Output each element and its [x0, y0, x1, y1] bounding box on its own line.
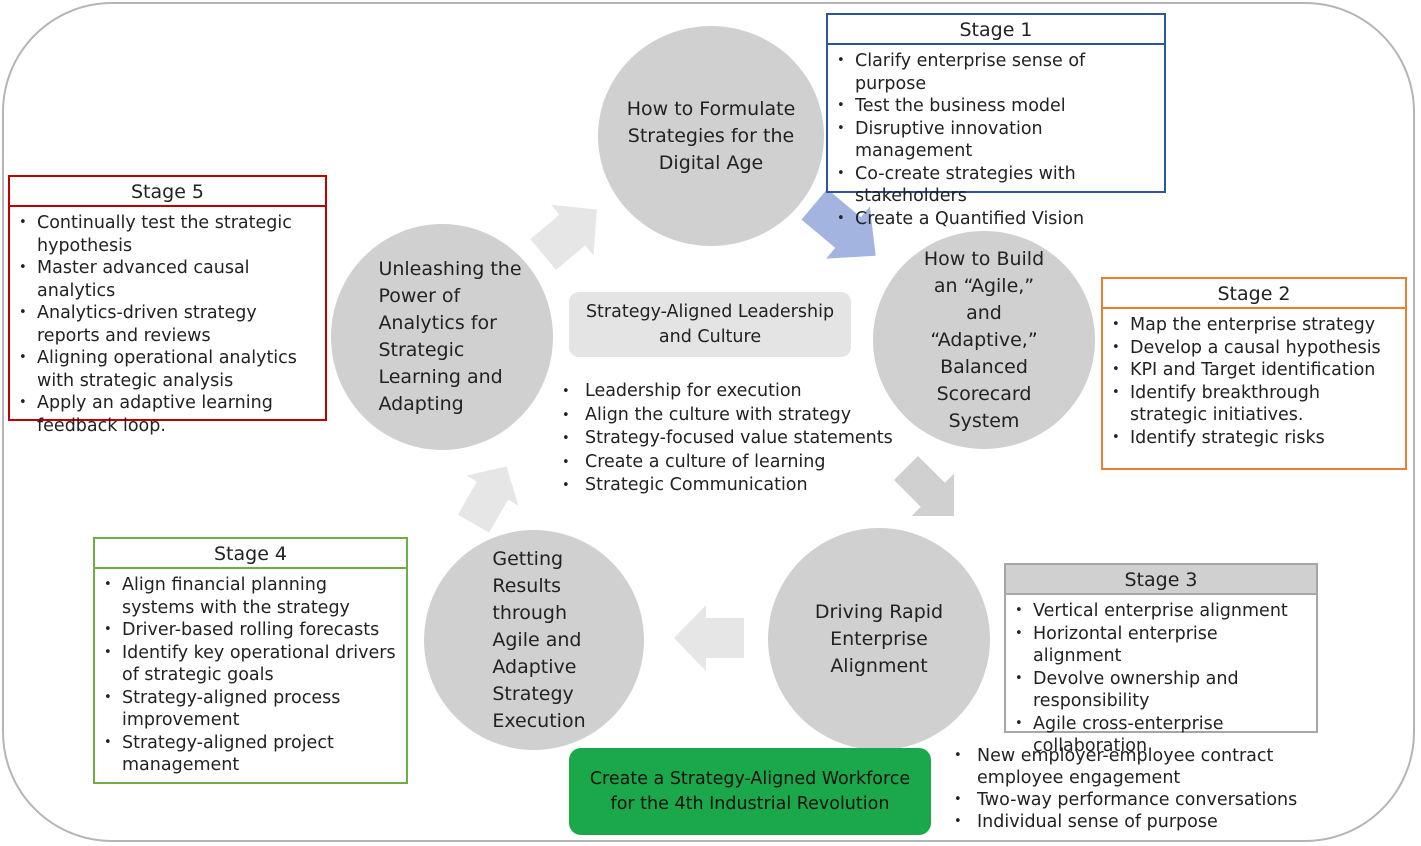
list-item: Identify strategic risks: [1112, 427, 1397, 450]
workforce-title-line: Create a Strategy-Aligned Workforce: [589, 768, 911, 789]
list-item: Analytics-driven strategy reports and re…: [19, 302, 317, 347]
stage-title: Stage 2: [1103, 279, 1405, 309]
arrow-stage5-to-stage1: [530, 204, 597, 270]
list-item: Map the enterprise strategy: [1112, 314, 1397, 337]
circle-line: an “Agile,”: [933, 274, 1035, 297]
stage-list: Continually test the strategic hypothesi…: [10, 207, 325, 441]
list-item: Identify breakthrough strategic initiati…: [1112, 382, 1397, 427]
circle-build-scorecard: How to Build an “Agile,” and “Adaptive,” Bal…: [873, 231, 1095, 449]
arrow-stage2-to-stage3: [893, 455, 955, 517]
list-item: Two-way performance conversations: [954, 789, 1314, 811]
stage-list: Map the enterprise strategyDevelop a cau…: [1103, 309, 1405, 453]
list-item: Strategy-focused value statements: [562, 427, 902, 451]
stage-3-box: Stage 3 Vertical enterprise alignmentHori…: [1004, 563, 1318, 756]
circle-line: Unleashing the: [378, 258, 522, 280]
circle-line: Adaptive: [492, 655, 577, 678]
arrow-stage4-to-stage5: [457, 466, 519, 533]
circle-line: Balanced: [940, 355, 1028, 378]
circle-line: Analytics for: [378, 312, 497, 334]
circle-line: System: [948, 409, 1020, 432]
circle-line: Agile and: [492, 628, 582, 651]
circle-line: through: [492, 601, 568, 624]
list-item: Co-create strategies with stakeholders: [837, 163, 1156, 208]
list-item: Clarify enterprise sense of purpose: [837, 50, 1156, 95]
stage-title: Stage 3: [1006, 565, 1316, 595]
list-item: Leadership for execution: [562, 380, 902, 404]
list-item: Identify key operational drivers of stra…: [104, 642, 398, 687]
circle-line: Enterprise: [830, 627, 928, 650]
stage-list: Clarify enterprise sense of purposeTest …: [828, 45, 1164, 234]
circle-line: Execution: [492, 709, 586, 732]
circle-line: Driving Rapid: [814, 600, 944, 623]
center-title-line: and Culture: [658, 326, 762, 347]
circle-line: Strategy: [492, 682, 574, 705]
arrow-stage3-to-stage4: [674, 605, 744, 671]
list-item: Disruptive innovation management: [837, 118, 1156, 163]
stage-1-box: Stage 1 Clarify enterprise sense of purpo…: [826, 13, 1166, 230]
leadership-culture-box: Strategy-Aligned Leadership and Culture: [569, 292, 851, 357]
circle-line: Alignment: [830, 654, 928, 677]
list-item: Apply an adaptive learning feedback loop…: [19, 392, 317, 437]
list-item: Master advanced causal analytics: [19, 257, 317, 302]
list-item: New employer-employee contract employee …: [954, 745, 1314, 789]
list-item: Strategy-aligned process improvement: [104, 687, 398, 732]
circle-line: Strategic: [378, 339, 465, 361]
stage-title: Stage 5: [10, 177, 325, 207]
list-item: Align the culture with strategy: [562, 404, 902, 428]
list-item: Create a Quantified Vision: [837, 208, 1156, 231]
workforce-title-line: for the 4th Industrial Revolution: [610, 793, 890, 814]
list-item: Strategy-aligned project management: [104, 732, 398, 777]
stage-2-box: Stage 2Map the enterprise strategyDevelo…: [1101, 277, 1407, 470]
stage-list: Align financial planning systems with th…: [95, 569, 406, 781]
list-item: Vertical enterprise alignment: [1015, 600, 1308, 623]
circle-line: Results: [492, 574, 561, 597]
list-item: KPI and Target identification: [1112, 359, 1397, 382]
circle-line: Strategies for the: [627, 124, 795, 147]
circle-line: How to Formulate: [626, 97, 796, 120]
circle-line: “Adaptive,”: [930, 328, 1038, 351]
circle-line: Adapting: [378, 393, 464, 415]
workforce-list: New employer-employee contract employee …: [954, 745, 1314, 833]
list-item: Devolve ownership and responsibility: [1015, 668, 1308, 713]
list-item: Continually test the strategic hypothesi…: [19, 212, 317, 257]
leadership-culture-list: Leadership for executionAlign the cultur…: [562, 380, 902, 498]
circle-line: Learning and: [378, 366, 503, 388]
stage-4-box: Stage 4 Align financial planning systems …: [93, 537, 408, 784]
list-item: Driver-based rolling forecasts: [104, 619, 398, 642]
list-item: Horizontal enterprise alignment: [1015, 623, 1308, 668]
circle-line: Getting: [492, 547, 564, 570]
list-item: Strategic Communication: [562, 474, 902, 498]
list-item: Aligning operational analytics with stra…: [19, 347, 317, 392]
circle-line: Digital Age: [658, 151, 764, 174]
circle-line: How to Build: [923, 247, 1045, 270]
stage-list: Vertical enterprise alignmentHorizontal …: [1006, 595, 1316, 762]
stage-5-box: Stage 5 Continually test the strategic hy…: [8, 175, 327, 436]
list-item: Test the business model: [837, 95, 1156, 118]
workforce-box: Create a Strategy-Aligned Workforce for t…: [569, 748, 931, 835]
list-item: Develop a causal hypothesis: [1112, 337, 1397, 360]
circle-line: Power of: [378, 285, 461, 307]
center-title-line: Strategy-Aligned Leadership: [585, 301, 835, 322]
list-item: Individual sense of purpose: [954, 811, 1314, 833]
circle-line: and: [966, 301, 1002, 324]
list-item: Create a culture of learning: [562, 451, 902, 475]
list-item: Align financial planning systems with th…: [104, 574, 398, 619]
stage-title: Stage 4: [95, 539, 406, 569]
circle-line: Scorecard: [936, 382, 1032, 405]
stage-title: Stage 1: [828, 15, 1164, 45]
